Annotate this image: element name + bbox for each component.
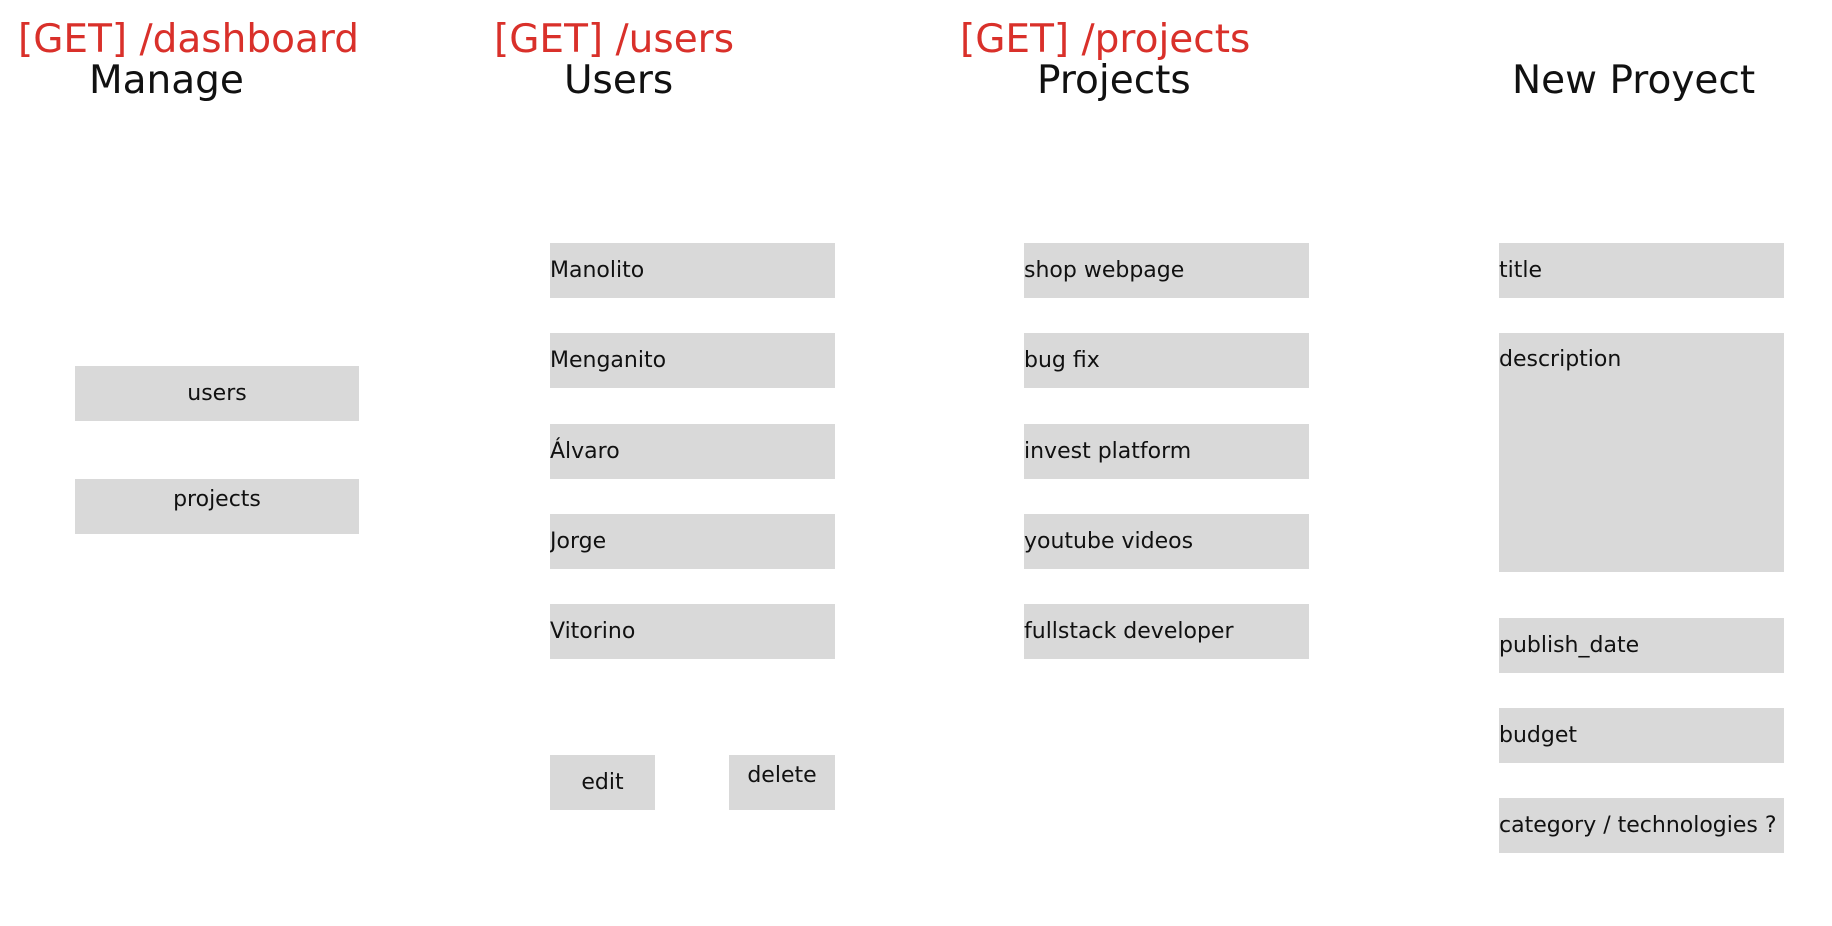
new-project-publish-date-field-label: publish_date [1499,633,1640,658]
project-list-item[interactable]: invest platform [1024,424,1309,479]
user-list-item-name: Vitorino [550,619,636,644]
users-page-title: Users [564,58,674,103]
user-list-item[interactable]: Vitorino [550,604,835,659]
project-list-item-name: shop webpage [1024,258,1185,283]
edit-user-button-label: edit [581,770,624,795]
new-project-description-field[interactable]: description [1499,333,1784,572]
user-list-item[interactable]: Menganito [550,333,835,388]
new-project-category-field[interactable]: category / technologies ? [1499,798,1784,853]
new-project-title-field[interactable]: title [1499,243,1784,298]
new-project-title-field-label: title [1499,258,1543,283]
user-list-item-name: Álvaro [550,439,620,464]
delete-user-button[interactable]: delete [729,755,835,810]
projects-route-label: [GET] /projects [960,17,1251,62]
new-project-category-field-label: category / technologies ? [1499,813,1777,838]
project-list-item[interactable]: fullstack developer [1024,604,1309,659]
project-list-item[interactable]: bug fix [1024,333,1309,388]
user-list-item-name: Menganito [550,348,667,373]
user-list-item-name: Jorge [550,529,607,554]
project-list-item-name: bug fix [1024,348,1100,373]
new-project-description-field-label: description [1499,347,1622,372]
edit-user-button[interactable]: edit [550,755,655,810]
new-project-budget-field-label: budget [1499,723,1577,748]
project-list-item-name: youtube videos [1024,529,1194,554]
user-list-item[interactable]: Jorge [550,514,835,569]
dashboard-route-label: [GET] /dashboard [18,17,359,62]
dashboard-projects-button-label: projects [173,487,261,512]
project-list-item-name: fullstack developer [1024,619,1234,644]
dashboard-users-button[interactable]: users [75,366,359,421]
projects-page-title: Projects [1037,58,1191,103]
new-project-publish-date-field[interactable]: publish_date [1499,618,1784,673]
user-list-item[interactable]: Álvaro [550,424,835,479]
project-list-item-name: invest platform [1024,439,1192,464]
user-list-item[interactable]: Manolito [550,243,835,298]
users-route-label: [GET] /users [494,17,735,62]
project-list-item[interactable]: shop webpage [1024,243,1309,298]
new-project-budget-field[interactable]: budget [1499,708,1784,763]
dashboard-projects-button[interactable]: projects [75,479,359,534]
dashboard-users-button-label: users [187,381,247,406]
project-list-item[interactable]: youtube videos [1024,514,1309,569]
user-list-item-name: Manolito [550,258,645,283]
new-project-page-title: New Proyect [1512,58,1756,103]
delete-user-button-label: delete [747,763,817,788]
dashboard-page-title: Manage [89,58,244,103]
